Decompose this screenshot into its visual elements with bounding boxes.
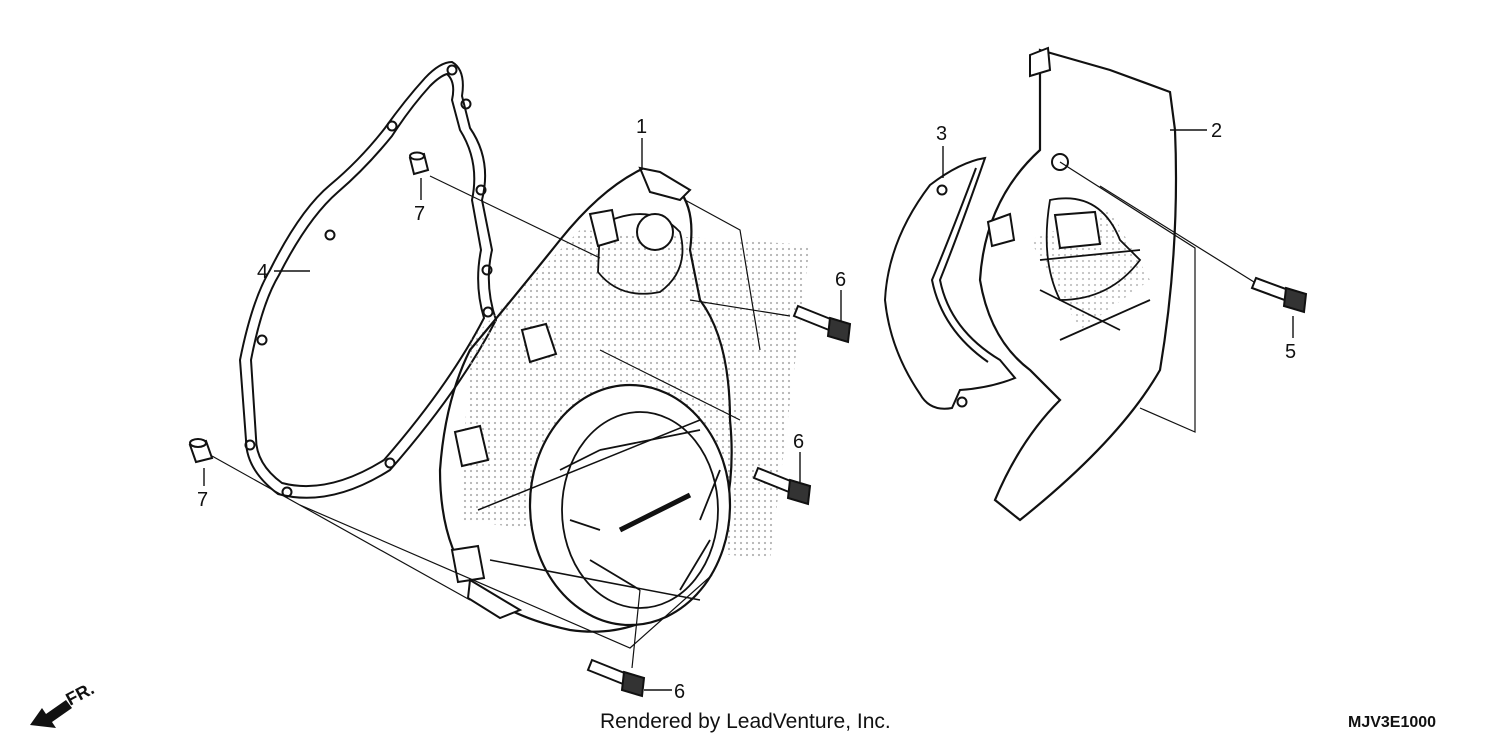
bolt-6-upper[interactable] <box>792 304 852 344</box>
diagram-code: MJV3E1000 <box>1348 714 1437 731</box>
render-credit: Rendered by LeadVenture, Inc. <box>600 710 891 733</box>
callout-6-middle: 6 <box>793 431 804 453</box>
housing-cover-part-2[interactable] <box>978 46 1178 522</box>
exploded-guide-lines <box>211 161 1255 669</box>
seal-part-3[interactable] <box>883 156 1017 410</box>
dowel-pin-lower[interactable] <box>188 438 214 464</box>
bolt-5[interactable] <box>1250 276 1308 314</box>
dowel-pin-upper[interactable] <box>408 151 430 176</box>
callout-3: 3 <box>936 123 947 145</box>
bolt-6-lower[interactable] <box>586 658 646 698</box>
callout-4: 4 <box>257 261 268 283</box>
callout-leaders <box>203 129 1294 691</box>
callout-1: 1 <box>636 116 647 138</box>
callout-6-upper: 6 <box>835 269 846 291</box>
callout-5: 5 <box>1285 341 1296 363</box>
callout-7-upper: 7 <box>414 203 425 225</box>
callout-7-lower: 7 <box>197 489 208 511</box>
bolt-6-middle[interactable] <box>752 466 812 506</box>
front-direction-arrow-icon: FR. <box>30 678 97 728</box>
engine-side-cover-part-1[interactable] <box>438 166 810 633</box>
callout-6-lower: 6 <box>674 681 685 703</box>
callout-2: 2 <box>1211 120 1222 142</box>
gasket-part-4[interactable] <box>238 60 498 499</box>
